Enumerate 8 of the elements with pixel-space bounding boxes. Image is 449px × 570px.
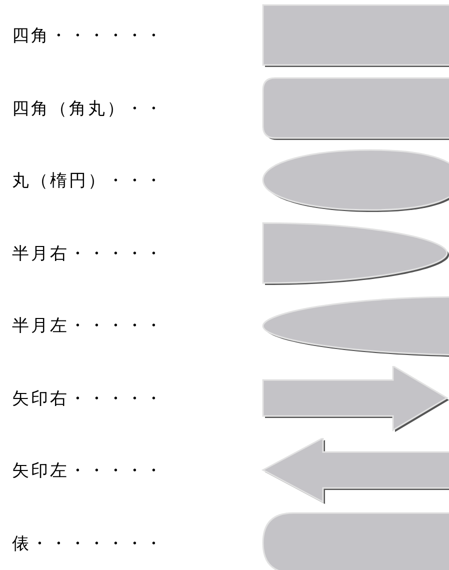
shape-name-label: 矢印右・・・・・: [12, 388, 164, 410]
shape-name-label: 半月右・・・・・: [12, 242, 164, 265]
shape-name-label: 矢印左・・・・・: [12, 460, 164, 482]
shape-name-label: 四角・・・・・・: [12, 25, 164, 48]
shape-name-label: 俵・・・・・・・: [12, 532, 164, 555]
shape-name-label: 半月左・・・・・: [12, 315, 164, 338]
shape-name-label: 丸（楕円）・・・: [12, 170, 164, 192]
shape-name-label: 四角（角丸）・・: [12, 98, 164, 120]
